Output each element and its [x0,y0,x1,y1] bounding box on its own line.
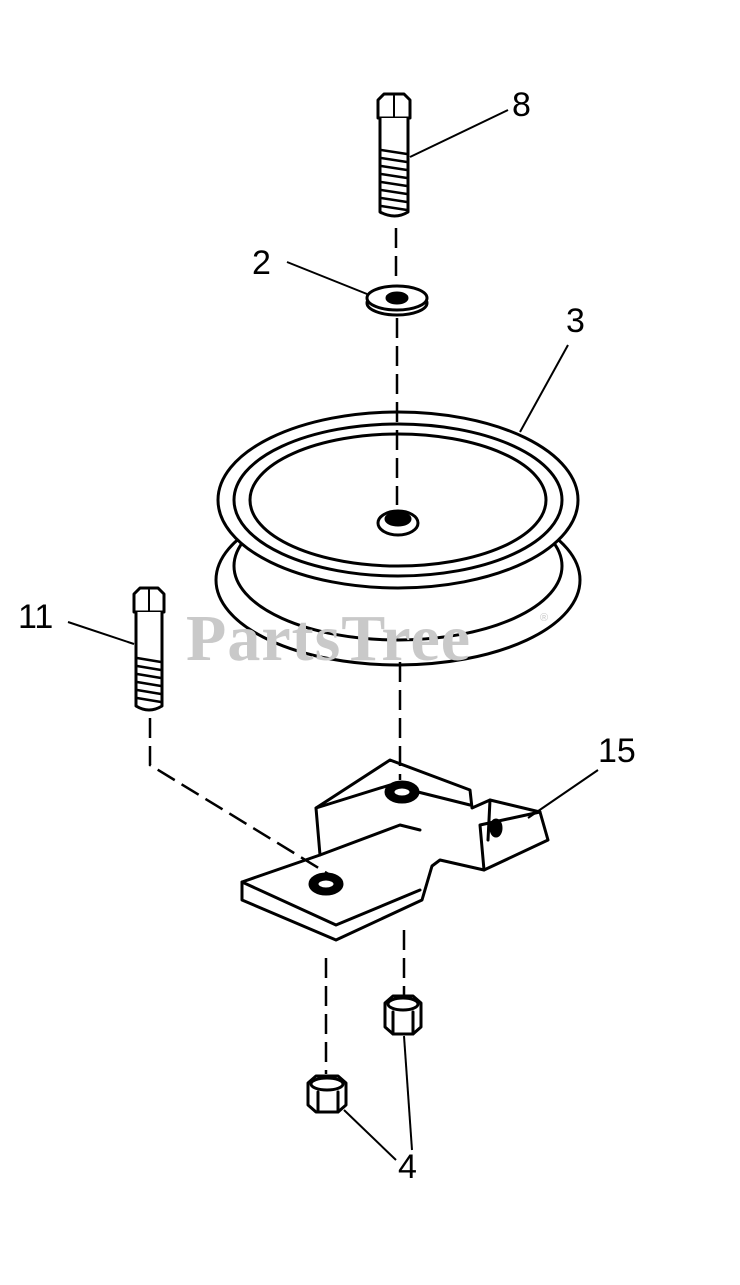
assembly-centerlines [148,228,406,1074]
bolt-11 [132,586,166,712]
callout-pulley-3: 3 [566,302,585,340]
watermark-registered-mark: ® [540,612,549,624]
washer-2 [365,284,429,317]
bolt-8 [376,92,412,218]
callout-bolt-8: 8 [512,86,531,124]
nut-4-right [383,994,423,1036]
callout-washer-2: 2 [252,244,271,282]
nut-4-left [306,1074,348,1114]
callout-bracket-15: 15 [598,732,636,770]
callout-nuts-4: 4 [398,1148,417,1186]
partstree-watermark: PartsTree [186,602,472,675]
bracket-15 [240,758,550,942]
leader-lines [67,109,599,1161]
callout-bolt-11: 11 [18,598,54,636]
